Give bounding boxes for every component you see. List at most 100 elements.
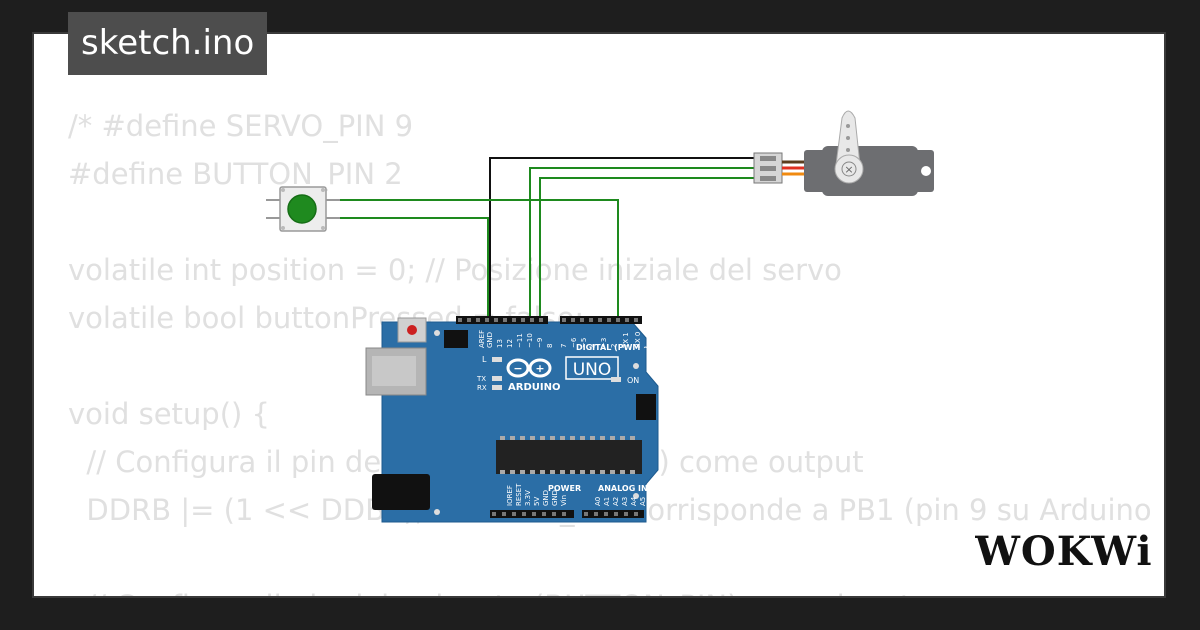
pin-label: ~3 [600, 338, 608, 348]
code-line: #define BUTTON_PIN 2 [68, 157, 403, 191]
chip-leg [560, 436, 565, 440]
power-pin-label: 3.3V [524, 490, 532, 506]
wire-servo-gnd [489, 157, 756, 322]
chip-leg [530, 470, 535, 474]
chip-leg [620, 470, 625, 474]
header-pin-hole [512, 318, 516, 322]
pin-label: RX 0 [634, 332, 642, 348]
chip-leg [530, 436, 535, 440]
header-pin-hole [598, 318, 602, 322]
pin-label: 2 [610, 344, 618, 348]
header-pin-hole [571, 318, 575, 322]
rx-label: RX [477, 384, 487, 392]
svg-text:+: + [535, 362, 544, 375]
code-line: void setup() { [68, 397, 270, 431]
pin-label: 12 [506, 339, 514, 348]
power-jack [372, 474, 430, 510]
chip-leg [510, 436, 515, 440]
chip-leg [550, 436, 555, 440]
header-pin-hole [492, 512, 496, 516]
chip-leg [620, 436, 625, 440]
wire-button-gnd [333, 217, 489, 322]
header-pin-hole [562, 512, 566, 516]
chip-leg [610, 470, 615, 474]
power-pin-label: Vin [560, 495, 568, 506]
header-pin-hole [604, 512, 608, 516]
header-pin-hole [594, 512, 598, 516]
header-pin-hole [614, 512, 618, 516]
power-pin-label: GND [542, 490, 550, 506]
power-pin-label: RESET [515, 483, 523, 506]
atmega-chip [496, 440, 642, 474]
svg-text:−: − [513, 362, 522, 375]
header-pin-hole [512, 512, 516, 516]
header-pin-hole [580, 318, 584, 322]
analog-pin-label: A0 [594, 497, 602, 506]
header-pin-hole [476, 318, 480, 322]
wire-servo-signal [539, 177, 756, 322]
header-pin-hole [532, 512, 536, 516]
chip-leg [540, 470, 545, 474]
header-pin-hole [589, 318, 593, 322]
chip-leg [570, 470, 575, 474]
header-pin-hole [503, 318, 507, 322]
header-pin-hole [502, 512, 506, 516]
code-line: // Configura il pin del pulsante (BUTTON… [68, 582, 1152, 596]
pin-label: ~10 [526, 333, 534, 348]
arduino-logo: − + [506, 358, 552, 378]
code-line: /* #define SERVO_PIN 9 [68, 109, 414, 143]
header-pin-hole [634, 318, 638, 322]
header-pin-hole [530, 318, 534, 322]
chip-leg [580, 470, 585, 474]
pin-label: TX 1 [622, 332, 630, 349]
wire-button-pin2 [333, 199, 619, 322]
tx-label: TX [476, 375, 486, 383]
header-analog [582, 510, 644, 518]
pin-label: ~6 [570, 337, 578, 348]
button-cap[interactable] [287, 194, 317, 224]
header-pin-hole [539, 318, 543, 322]
analog-pin-label: A5 [639, 497, 647, 506]
header-pin-hole [562, 318, 566, 322]
pin-label: 7 [560, 344, 568, 348]
svg-text:×: × [844, 163, 853, 176]
header-pin-hole [624, 512, 628, 516]
pin-label: 13 [496, 339, 504, 348]
header-pin-hole [607, 318, 611, 322]
push-button[interactable] [266, 186, 340, 232]
power-pin-label: 5V [533, 497, 541, 506]
chip-leg [520, 436, 525, 440]
header-pin-hole [542, 512, 546, 516]
chip-leg [550, 470, 555, 474]
header-pin-hole [467, 318, 471, 322]
wokwi-logo: WOKWi [975, 528, 1152, 575]
chip-leg [600, 436, 605, 440]
header-pin-hole [522, 512, 526, 516]
board-name: UNO [573, 360, 612, 380]
analog-label: ANALOG IN [598, 484, 648, 493]
analog-pin-label: A3 [621, 497, 629, 506]
on-label: ON [627, 376, 639, 385]
chip-leg [500, 436, 505, 440]
pin-label: ~11 [516, 333, 524, 348]
power-pin-label: GND [551, 490, 559, 506]
chip-leg [610, 436, 615, 440]
chip-leg [570, 436, 575, 440]
chip-leg [590, 436, 595, 440]
pin-label: 4 [590, 343, 598, 348]
preview-card: /* #define SERVO_PIN 9 #define BUTTON_PIN… [34, 34, 1164, 596]
file-name-tag: sketch.ino [68, 12, 268, 75]
code-editor-background: /* #define SERVO_PIN 9 #define BUTTON_PIN… [68, 102, 1152, 596]
pin-label: ~5 [580, 338, 588, 348]
header-pin-hole [584, 512, 588, 516]
chip-leg [630, 436, 635, 440]
chip-leg [500, 470, 505, 474]
header-pin-hole [625, 318, 629, 322]
chip-leg [590, 470, 595, 474]
header-digital-left [456, 316, 548, 324]
header-pin-hole [521, 318, 525, 322]
chip-leg [600, 470, 605, 474]
header-pin-hole [634, 512, 638, 516]
